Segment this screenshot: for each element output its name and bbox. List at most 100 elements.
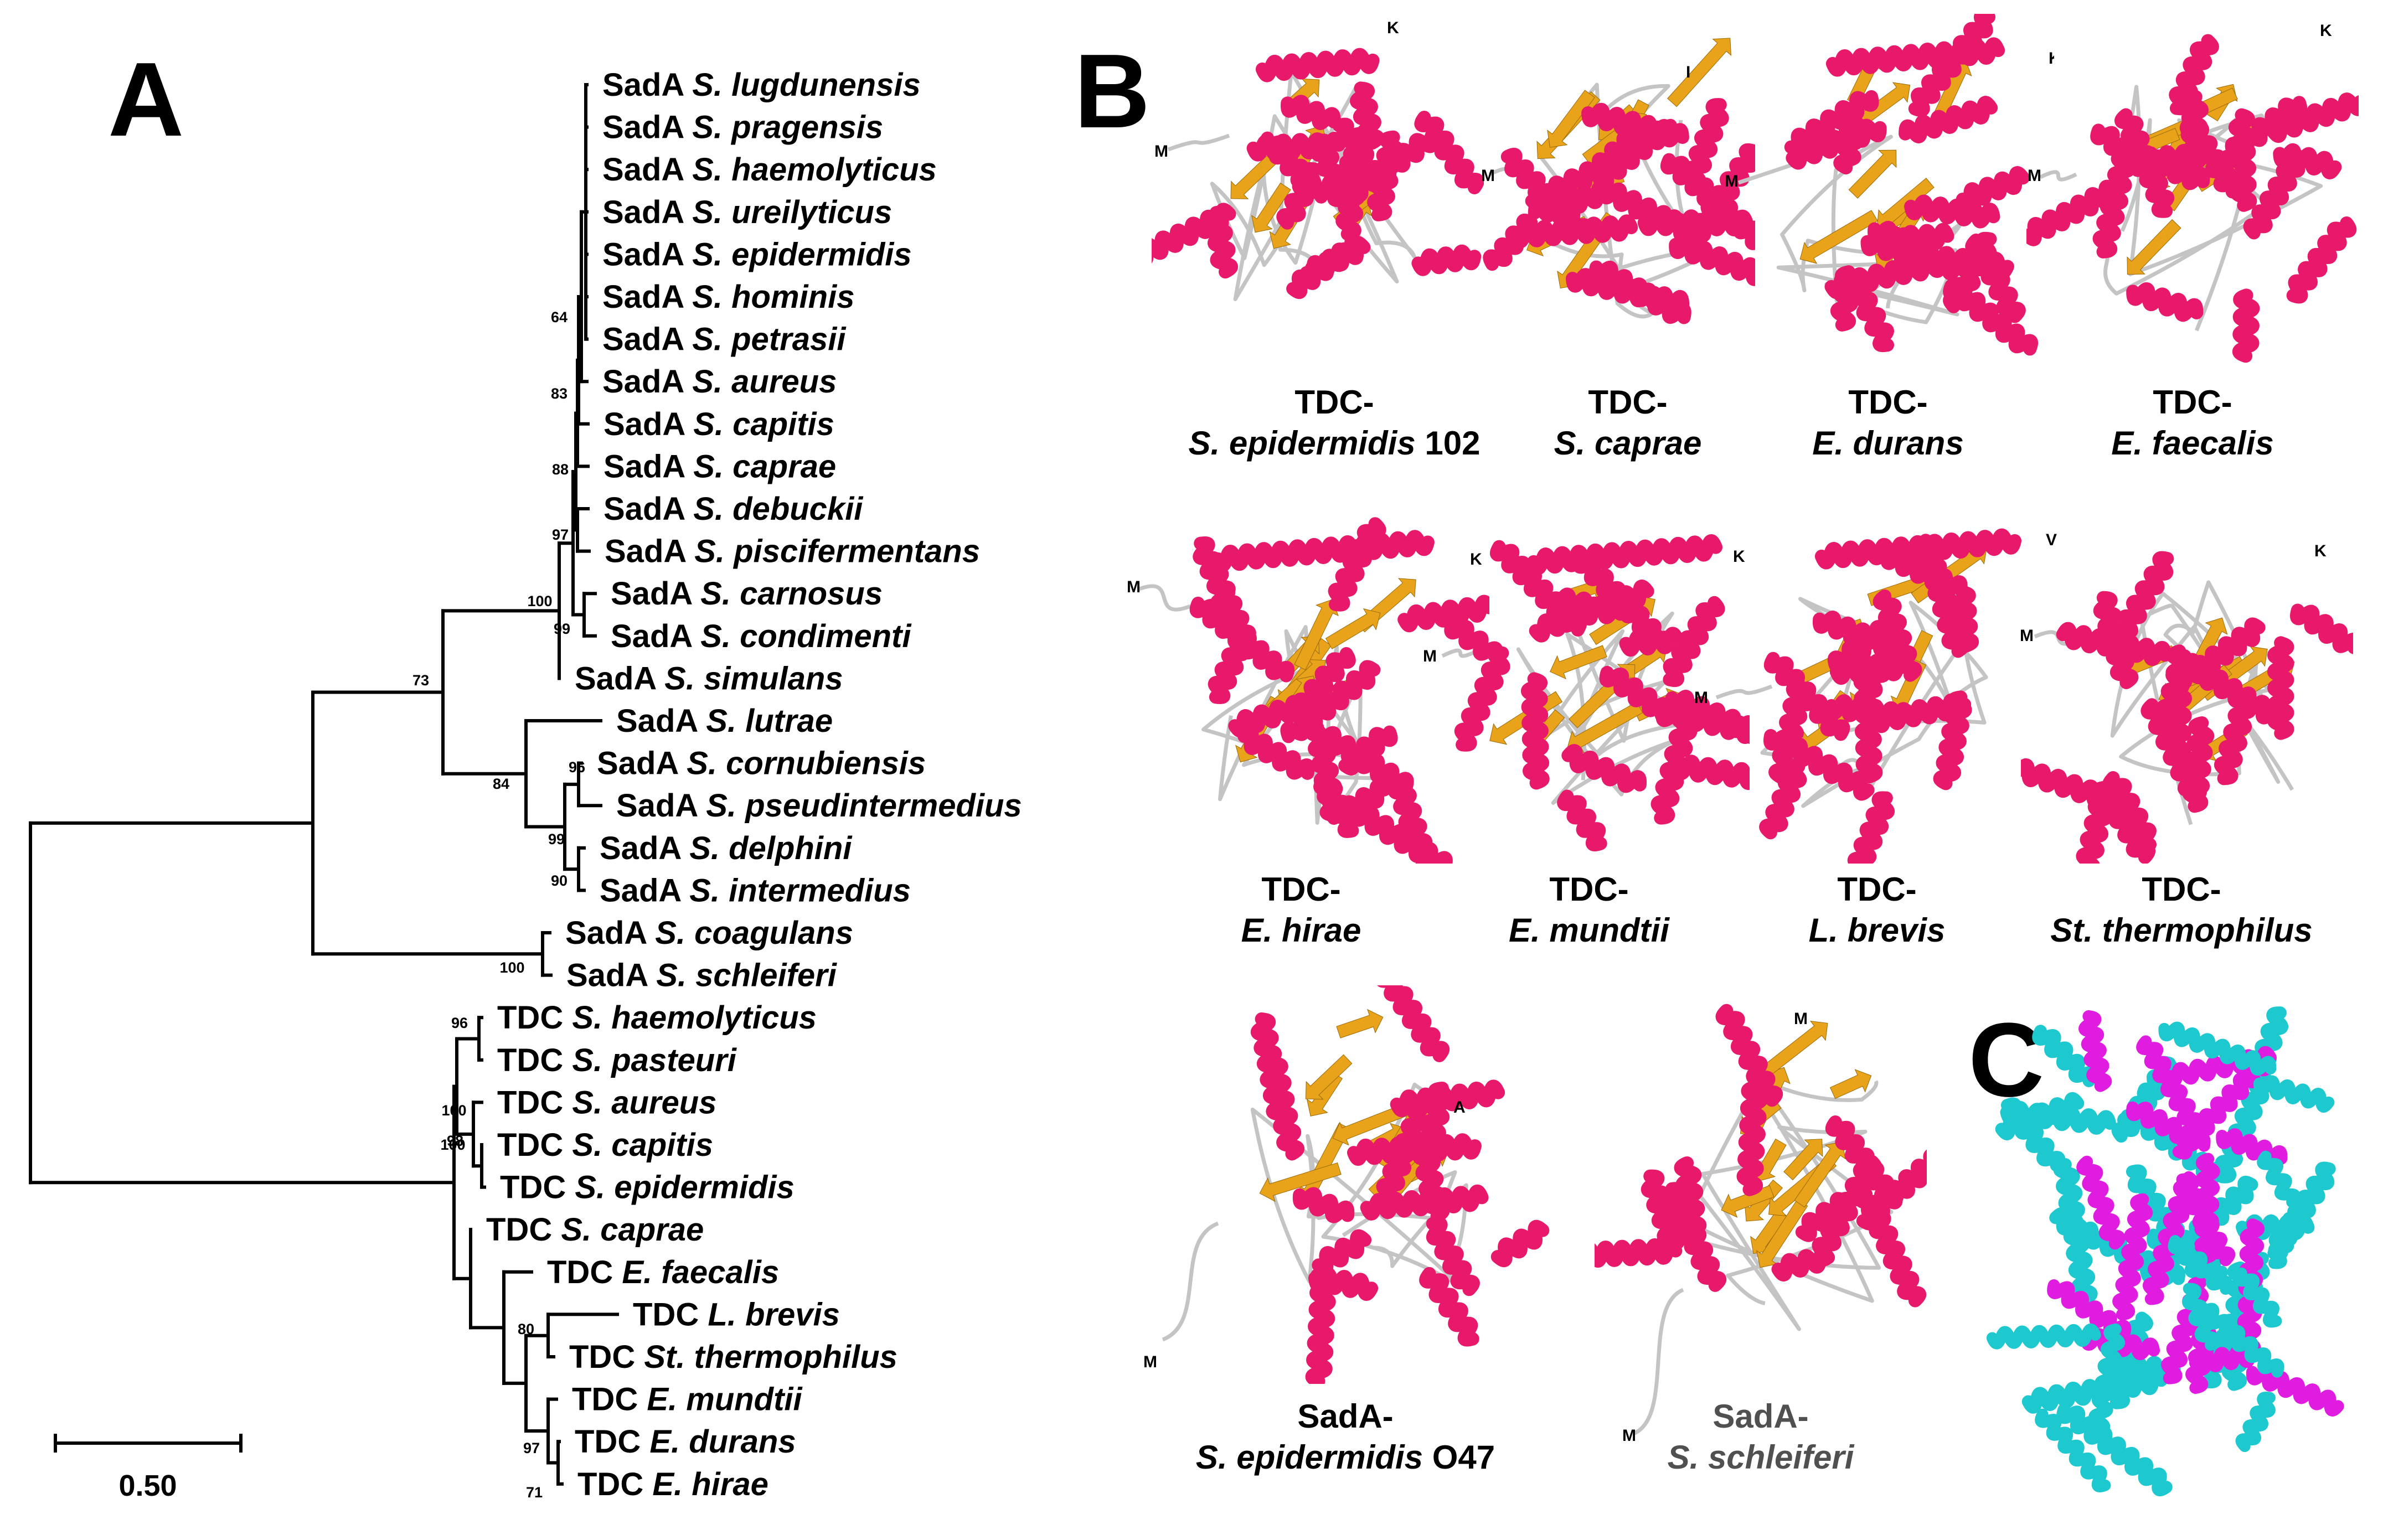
taxon-species: S. haemolyticus bbox=[572, 1000, 817, 1036]
helix-ribbon bbox=[1310, 133, 1356, 215]
helix-ribbon bbox=[2056, 622, 2172, 666]
beta-strand bbox=[1721, 1185, 1775, 1218]
caption-tdc-e-faecalis: TDC- E. faecalis bbox=[2111, 384, 2274, 462]
helix-ribbon bbox=[2257, 1150, 2301, 1208]
helix-ribbon bbox=[1736, 1080, 1768, 1196]
c-terminus-label: K bbox=[2320, 22, 2332, 40]
taxon-prefix: SadA bbox=[604, 406, 693, 442]
taxon-label: SadA S. epidermidis bbox=[602, 236, 912, 272]
c-terminus-label: K bbox=[1387, 19, 1399, 37]
helix-ribbon bbox=[1526, 534, 1722, 575]
bootstrap-value: 96 bbox=[569, 759, 585, 776]
beta-strand bbox=[1799, 210, 1878, 264]
helix-ribbon bbox=[1207, 574, 1241, 639]
panel-label-a: A bbox=[108, 41, 184, 158]
helix-ribbon bbox=[1529, 580, 1654, 643]
helix-ribbon bbox=[1965, 233, 2026, 323]
c-terminus-label: K bbox=[2049, 49, 2054, 68]
bootstrap-value: 100 bbox=[527, 593, 552, 609]
taxon-prefix: SadA bbox=[600, 872, 689, 908]
helix-ribbon bbox=[1335, 796, 1453, 864]
helix-ribbon bbox=[2092, 149, 2136, 259]
helix-ribbon bbox=[1152, 203, 1236, 263]
c-terminus-label: V bbox=[2046, 531, 2057, 549]
taxon-prefix: SadA bbox=[602, 67, 692, 103]
taxon-label: TDC E. durans bbox=[575, 1424, 796, 1460]
taxon-prefix: TDC bbox=[500, 1170, 575, 1206]
taxon-label: SadA S. haemolyticus bbox=[602, 152, 937, 188]
taxon-prefix: SadA bbox=[602, 279, 692, 315]
structure-tdc-l-brevis: MV bbox=[1694, 528, 2057, 864]
taxon-species: S. pseudintermedius bbox=[706, 788, 1022, 824]
taxon-label: TDC E. faecalis bbox=[547, 1254, 779, 1290]
helix-ribbon bbox=[1260, 1048, 1305, 1161]
caption-tdc-s-epidermidis-102: TDC- S. epidermidis 102 bbox=[1188, 384, 1481, 462]
taxon-species: S. petrasii bbox=[692, 322, 847, 358]
helix-ribbon bbox=[2117, 551, 2174, 639]
taxon-species: S. schleiferi bbox=[656, 958, 837, 994]
scale-bar: 0.50 bbox=[54, 1434, 243, 1502]
helix-ribbon bbox=[1520, 672, 1550, 790]
helix-ribbon bbox=[1663, 596, 1725, 688]
n-terminus-label: M bbox=[1127, 578, 1141, 596]
taxon-label: SadA S. piscifermentans bbox=[605, 534, 980, 570]
taxon-prefix: SadA bbox=[602, 322, 692, 358]
beta-strand bbox=[1332, 1103, 1411, 1146]
taxon-prefix: SadA bbox=[565, 915, 655, 951]
taxon-species: S. pragensis bbox=[692, 110, 883, 146]
taxon-species: S. caprae bbox=[693, 448, 836, 484]
helix-ribbon bbox=[1784, 90, 1879, 158]
caption-tdc-st-thermophilus: TDC- St. thermophilus bbox=[2050, 871, 2313, 949]
helix-ribbon bbox=[2169, 34, 2219, 116]
taxon-species: S. epidermidis bbox=[692, 236, 911, 272]
helix-ribbon bbox=[1426, 1216, 1480, 1296]
helix-ribbon bbox=[1305, 1265, 1337, 1384]
taxon-label: TDC S. epidermidis bbox=[500, 1170, 795, 1206]
n-terminus-label: M bbox=[1143, 1353, 1157, 1371]
taxon-prefix: SadA bbox=[566, 958, 656, 994]
structure-tdc-st-thermophilus: MK bbox=[2021, 542, 2353, 864]
caption-sada-s-epidermidis-o47: SadA- S. epidermidis O47 bbox=[1195, 1398, 1495, 1476]
bootstrap-value: 88 bbox=[552, 461, 569, 478]
n-terminal-tail bbox=[1632, 1288, 1684, 1436]
bootstrap-value: 99 bbox=[554, 621, 570, 637]
helix-ribbon bbox=[1598, 182, 1695, 242]
taxon-species: S. epidermidis bbox=[575, 1170, 794, 1206]
structure-tdc-e-durans: MK bbox=[1725, 14, 2054, 356]
helix-ribbon bbox=[1561, 744, 1647, 793]
helix-ribbon bbox=[1715, 1004, 1783, 1107]
helix-ribbon bbox=[2021, 1368, 2168, 1414]
taxon-label: SadA S. lugdunensis bbox=[602, 67, 921, 103]
helix-ribbon bbox=[1869, 693, 1972, 733]
taxon-species: S. caprae bbox=[561, 1212, 704, 1248]
helix-ribbon bbox=[2032, 1025, 2098, 1087]
helix-ribbon bbox=[1956, 166, 2030, 211]
taxon-label: TDC L. brevis bbox=[633, 1296, 840, 1332]
panel-label-c: C bbox=[1968, 1001, 2045, 1119]
helix-ribbon bbox=[1255, 48, 1380, 82]
structure-tdc-e-mundtii: MK bbox=[1423, 534, 1750, 851]
helix-ribbon bbox=[2232, 288, 2260, 363]
helix-ribbon bbox=[1986, 1323, 2101, 1350]
structure-tdc-s-caprae: MI bbox=[1481, 38, 1755, 324]
bootstrap-value: 97 bbox=[523, 1440, 540, 1456]
caption-sada-s-schleiferi: SadA- S. schleiferi bbox=[1667, 1398, 1854, 1476]
structure-sada-s-schleiferi: MM bbox=[1595, 1004, 1927, 1445]
bootstrap-value: 64 bbox=[551, 309, 568, 325]
n-terminus-label: M bbox=[1694, 689, 1708, 707]
helix-ribbon bbox=[1595, 1237, 1683, 1268]
helix-ribbon bbox=[2112, 1193, 2153, 1321]
taxon-label: TDC S. haemolyticus bbox=[497, 1000, 817, 1036]
n-terminus-label: M bbox=[2028, 167, 2041, 185]
helix-ribbon bbox=[1856, 1149, 1927, 1231]
helix-ribbon bbox=[1237, 725, 1315, 780]
taxon-label: SadA S. condimenti bbox=[611, 618, 912, 654]
bootstrap-value: 71 bbox=[526, 1484, 543, 1501]
beta-strand bbox=[1547, 90, 1595, 148]
n-terminal-tail bbox=[1737, 158, 1806, 185]
helix-ribbon bbox=[1812, 1155, 1883, 1267]
taxon-label: SadA S. pragensis bbox=[602, 110, 883, 146]
helix-ribbon bbox=[1904, 194, 2000, 229]
helix-ribbon bbox=[2235, 1391, 2276, 1453]
taxon-label: TDC St. thermophilus bbox=[569, 1339, 898, 1375]
